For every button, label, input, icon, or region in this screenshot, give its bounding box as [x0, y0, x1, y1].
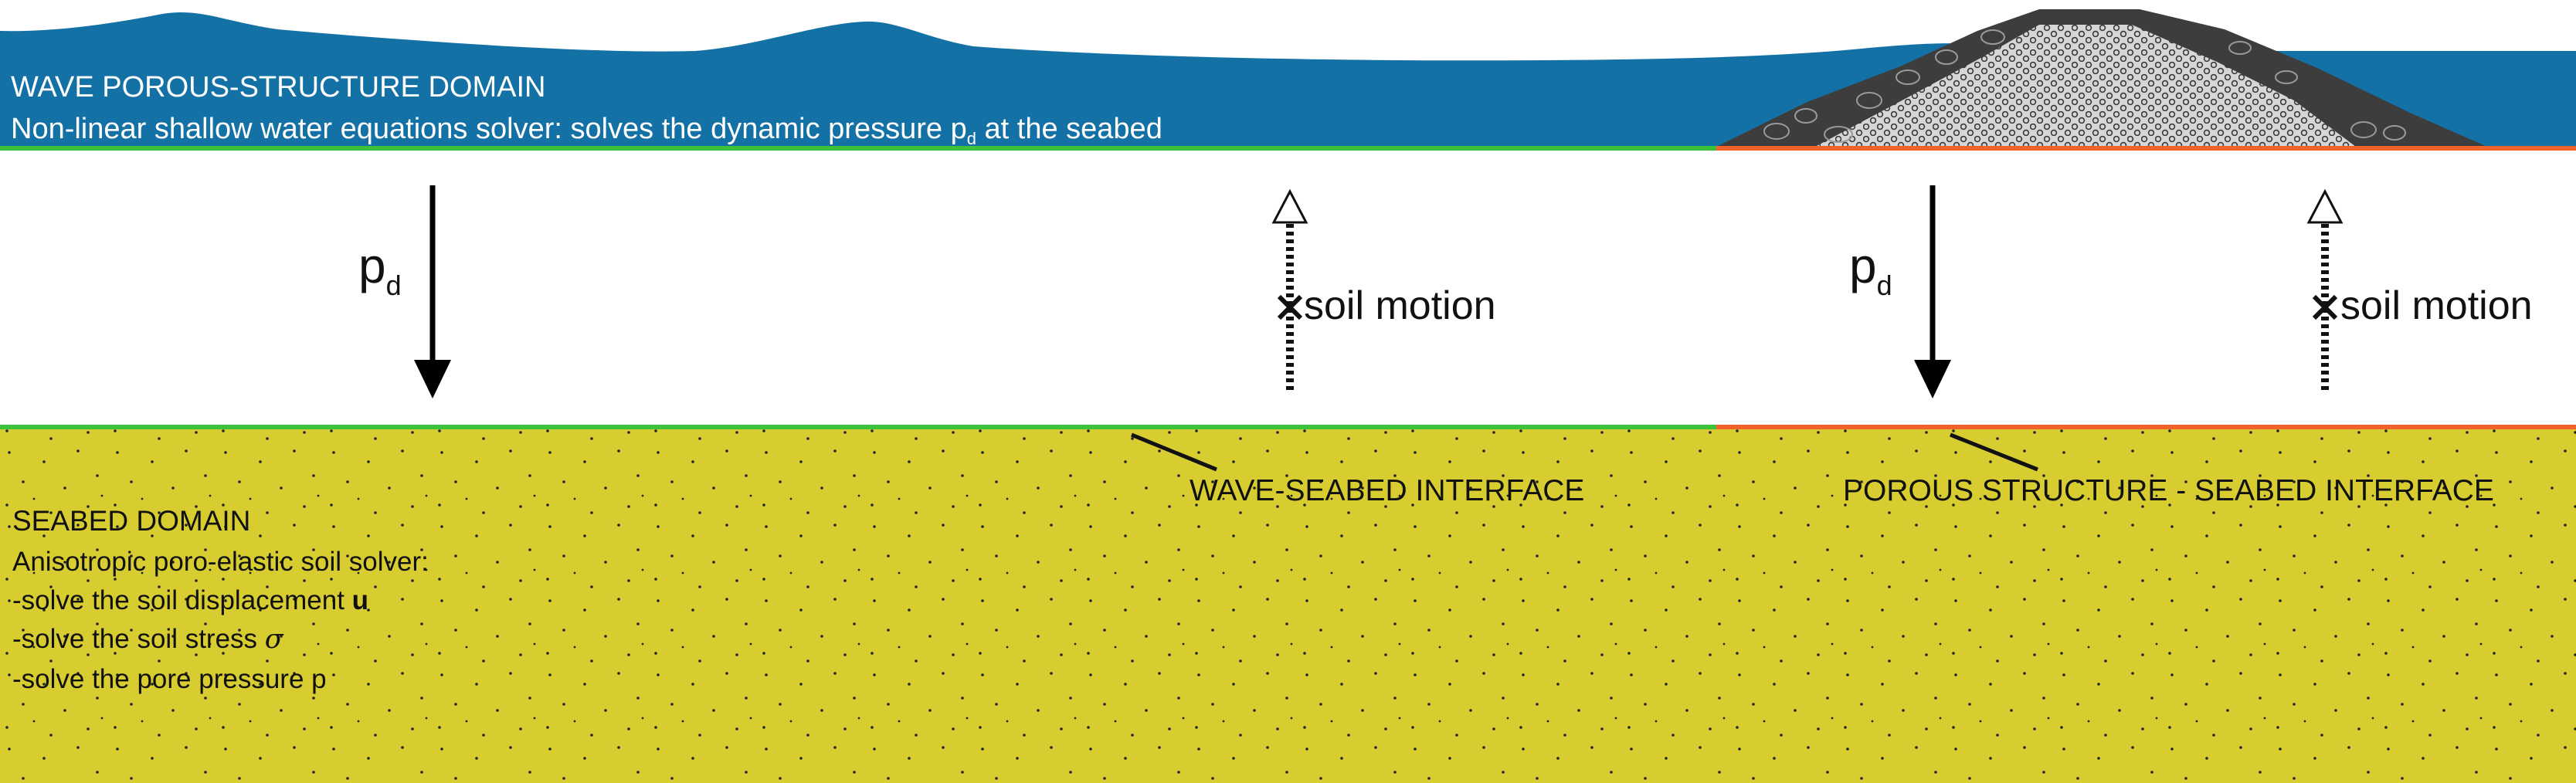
displacement-symbol: u — [351, 585, 369, 615]
seabed-domain — [0, 427, 2576, 783]
seabed-line2-text: -solve the soil stress — [12, 624, 265, 654]
pressure-symbol: p — [358, 238, 386, 293]
pressure-symbol: p — [1849, 238, 1877, 293]
wave-subtitle-tail: at the seabed — [976, 113, 1162, 145]
structure-seabed-interface-label: POROUS STRUCTURE - SEABED INTERFACE — [1843, 474, 2494, 507]
pressure-label-left: pd — [358, 241, 402, 300]
seabed-line-displacement: -solve the soil displacement u — [12, 587, 368, 614]
cross-mark-icon — [1277, 294, 1303, 320]
seabed-domain-title: SEABED DOMAIN — [12, 505, 251, 537]
pressure-subscript: d — [1876, 269, 1892, 301]
seabed-domain-subtitle: Anisotropic poro-elastic soil solver: — [12, 547, 429, 577]
seabed-line1-text: -solve the soil displacement — [12, 585, 352, 615]
pressure-subscript: d — [385, 269, 402, 301]
armour-stones — [1763, 29, 2406, 143]
pressure-arrow-left — [414, 185, 451, 398]
cross-mark-icon — [2312, 294, 2338, 320]
soil-motion-arrow-right — [2306, 188, 2344, 392]
soil-motion-label-left: soil motion — [1304, 283, 1496, 328]
structure-seabed-leader — [1950, 432, 2038, 472]
seabed-line-pore-pressure: -solve the pore pressure p — [12, 664, 327, 694]
pressure-label-right: pd — [1849, 241, 1892, 300]
wave-seabed-leader — [1131, 432, 1217, 472]
wave-subtitle-text: Non-linear shallow water equations solve… — [11, 113, 967, 145]
wave-seabed-interface-label: WAVE-SEABED INTERFACE — [1190, 474, 1585, 507]
wave-domain-subtitle: Non-linear shallow water equations solve… — [11, 114, 1162, 147]
wave-subtitle-subscript: d — [966, 129, 976, 148]
seabed-line-stress: -solve the soil stress σ — [12, 625, 283, 653]
wave-domain-title: WAVE POROUS-STRUCTURE DOMAIN — [11, 71, 546, 103]
pressure-arrow-right — [1914, 185, 1951, 398]
soil-motion-arrow-left — [1271, 188, 1308, 392]
stress-symbol: σ — [264, 624, 283, 655]
soil-motion-label-right: soil motion — [2340, 283, 2533, 328]
porous-core — [1815, 25, 2356, 147]
